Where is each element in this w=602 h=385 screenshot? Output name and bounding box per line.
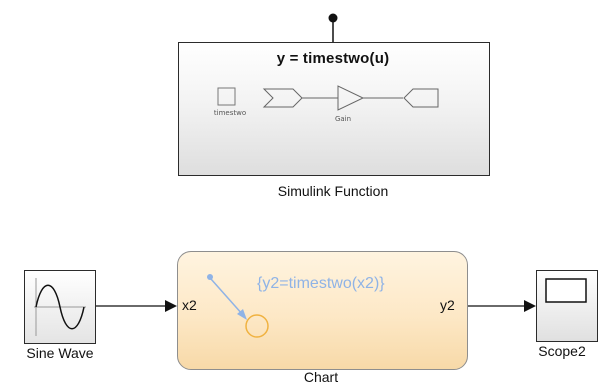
scope-icon <box>545 278 587 303</box>
chart-output-port-label: y2 <box>440 297 455 313</box>
junction-circle <box>245 314 269 338</box>
sine-wave-caption: Sine Wave <box>26 345 94 361</box>
arrowhead-chart-input <box>165 300 177 312</box>
gain-icon <box>337 85 365 111</box>
chart-input-port-label: x2 <box>182 297 197 313</box>
trigger-port-dot <box>328 13 338 23</box>
chart-block[interactable] <box>177 251 468 370</box>
simulink-function-block[interactable] <box>178 42 490 176</box>
sine-wave-icon <box>34 278 86 336</box>
simulink-function-caption: Simulink Function <box>277 183 389 199</box>
simulink-function-inner-diagram <box>217 85 439 111</box>
inner-input-label: timestwo <box>213 109 247 117</box>
chart-inner-diagram <box>207 274 269 338</box>
default-transition-dot <box>207 274 213 280</box>
function-trigger-icon <box>217 87 236 106</box>
default-transition-line <box>210 278 244 316</box>
arrowhead-scope-input <box>524 300 536 312</box>
scope-caption: Scope2 <box>538 343 586 359</box>
argument-inport-icon <box>262 88 303 108</box>
default-transition-arrowhead <box>237 309 247 320</box>
chart-caption: Chart <box>303 369 339 385</box>
simulink-function-signature: y = timestwo(u) <box>276 50 390 67</box>
inner-gain-label: Gain <box>334 115 352 123</box>
chart-action-text: {y2=timestwo(x2)} <box>257 275 385 292</box>
argument-outport-icon <box>403 88 439 108</box>
